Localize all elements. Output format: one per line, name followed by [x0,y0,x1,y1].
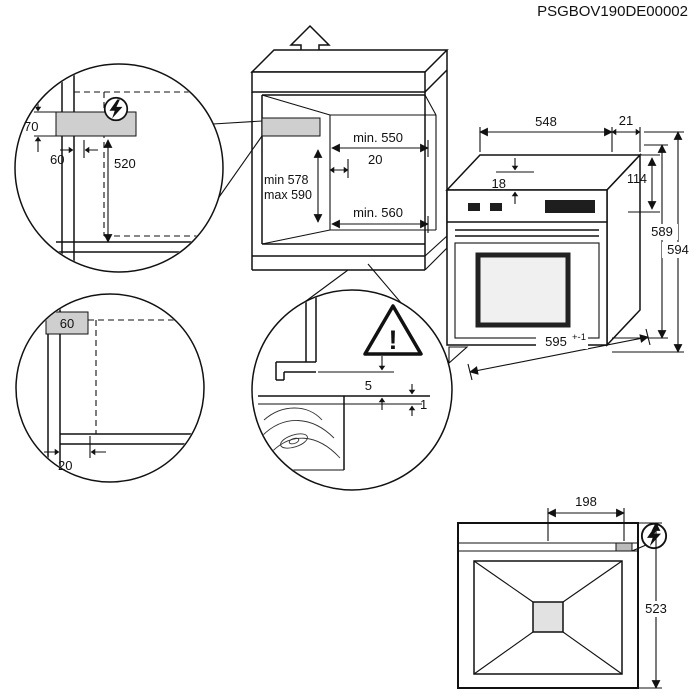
oven-door-window [475,252,571,328]
doc-code: PSGBOV190DE00002 [537,3,688,20]
dim-min550-label: min. 550 [353,130,403,145]
dim-523-label: 523 [645,601,667,616]
electric-icon [103,96,129,122]
electric-area-highlight [261,117,321,137]
oven-knob [468,203,480,211]
rear-panel-view: 198 523 [457,494,671,689]
cabinet-niche-drawing: min. 550 20 min 578 max 590 min. 560 [212,24,449,305]
dim-595-label: 595 [545,334,567,349]
oven-foot [448,346,469,365]
dim-1-label: 1 [420,397,427,412]
dim-595-tol-label: +-1 [572,332,586,343]
oven-display [545,200,595,213]
dim-20-plinth-label: 20 [58,458,72,473]
dim-5-label: 5 [365,378,372,393]
warning-icon: ! [363,304,423,356]
electric-area-plinth [45,311,89,335]
dim-60-plinth-label: 60 [60,316,74,331]
dim-594-label: 594 [667,242,689,257]
dim-520-label: 520 [114,156,136,171]
dim-198-label: 198 [575,494,597,509]
dim-20-rear-label: 20 [368,152,382,167]
rear-connection-box [615,542,633,552]
dim-60-label: 60 [50,152,64,167]
dim-min578-label: min 578 [264,173,309,187]
oven-3d-view: 548 21 18 114 589 594 595 +-1 [445,113,694,381]
rear-center-plate [532,601,564,633]
dim-114-label: 114 [627,172,647,186]
dim-70-label: 70 [24,119,38,134]
dim-min560-label: min. 560 [353,205,403,220]
dim-589-label: 589 [651,224,673,239]
warning-exclamation: ! [389,325,398,355]
oven-knob [490,203,502,211]
dim-max590-label: max 590 [264,188,312,202]
dim-548-label: 548 [535,114,557,129]
detail-circle-plinth: 60 20 [15,293,205,483]
dim-21-label: 21 [619,113,633,128]
detail-circle-electric: 70 60 520 [14,63,224,273]
detail-circle-gap: ! 5 1 [251,289,453,491]
electric-icon-rear [640,522,668,550]
dim-18-label: 18 [492,176,506,191]
